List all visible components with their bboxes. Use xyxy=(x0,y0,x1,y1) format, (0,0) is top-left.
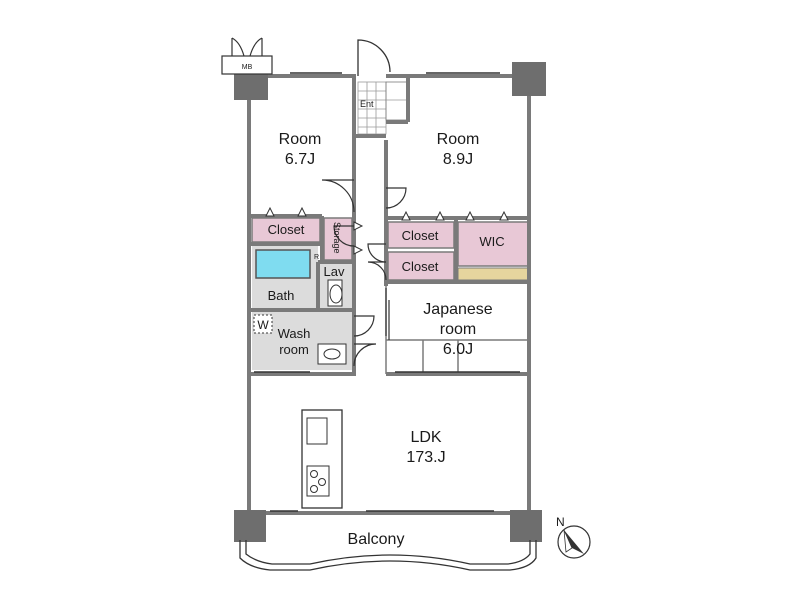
compass-icon xyxy=(557,525,591,559)
ldk-size: 173.J xyxy=(406,449,445,466)
japanese-room-line2: room xyxy=(440,321,476,338)
mb-box xyxy=(221,37,273,75)
room-left-size: 6.7J xyxy=(285,151,315,168)
closet-markers xyxy=(265,206,509,255)
closet-left-label: Closet xyxy=(268,222,305,237)
japanese-room-size: 6.0J xyxy=(443,341,473,358)
bath-tub xyxy=(255,249,311,279)
mb-label: MB xyxy=(242,64,253,71)
compass-label: N xyxy=(556,515,565,529)
storage-label: Storage xyxy=(332,222,342,254)
washer-label: W xyxy=(257,318,269,332)
closet-right-top-fill xyxy=(387,221,455,249)
tatami-strip xyxy=(457,267,529,281)
toilet xyxy=(327,279,343,307)
ent-label: Ent xyxy=(360,99,374,109)
windows xyxy=(254,72,520,512)
sliding-doors xyxy=(385,288,390,340)
balcony-outline xyxy=(239,540,537,571)
ldk-name: LDK xyxy=(410,429,441,446)
room-right-size: 8.9J xyxy=(443,151,473,168)
room-right-name: Room xyxy=(437,131,480,148)
wic-label: WIC xyxy=(479,234,504,249)
balcony-label: Balcony xyxy=(348,531,405,548)
japanese-room-line1: Japanese xyxy=(423,301,492,318)
fridge-label: R xyxy=(314,254,319,261)
entrance-door[interactable] xyxy=(357,39,391,76)
closet-right-bottom-label: Closet xyxy=(402,259,439,274)
entrance-tiles xyxy=(357,81,409,135)
wash-basin xyxy=(317,343,347,365)
lav-label: Lav xyxy=(324,264,345,279)
closet-right-top-label: Closet xyxy=(402,228,439,243)
bath-label: Bath xyxy=(268,288,295,303)
washer-box xyxy=(253,314,273,334)
room-left-name: Room xyxy=(279,131,322,148)
wic-fill xyxy=(457,221,529,267)
doors xyxy=(321,179,407,367)
wash-room-line1: Wash xyxy=(278,326,311,341)
kitchen-counter xyxy=(301,409,343,509)
wash-room-line2: room xyxy=(279,342,309,357)
